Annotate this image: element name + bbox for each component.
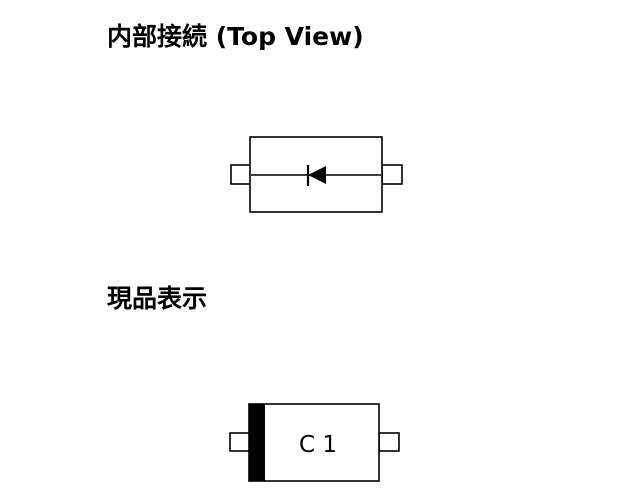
- product-marking-heading: 現品表示: [107, 284, 207, 314]
- cathode-band: [249, 404, 265, 481]
- diode-icon: [306, 165, 326, 186]
- marking-left-lead: [229, 432, 251, 452]
- marking-right-lead: [378, 432, 400, 452]
- internal-connection-diagram: [230, 136, 403, 213]
- internal-connection-title: 内部接続: [107, 22, 208, 51]
- product-marking-title: 現品表示: [107, 284, 208, 313]
- marking-package-body: [248, 403, 380, 482]
- diode-anode-triangle: [308, 166, 326, 184]
- marking-code: C 1: [299, 432, 337, 458]
- internal-connection-heading: 内部接続 (Top View): [107, 22, 364, 52]
- internal-connection-subtitle: (Top View): [215, 22, 364, 51]
